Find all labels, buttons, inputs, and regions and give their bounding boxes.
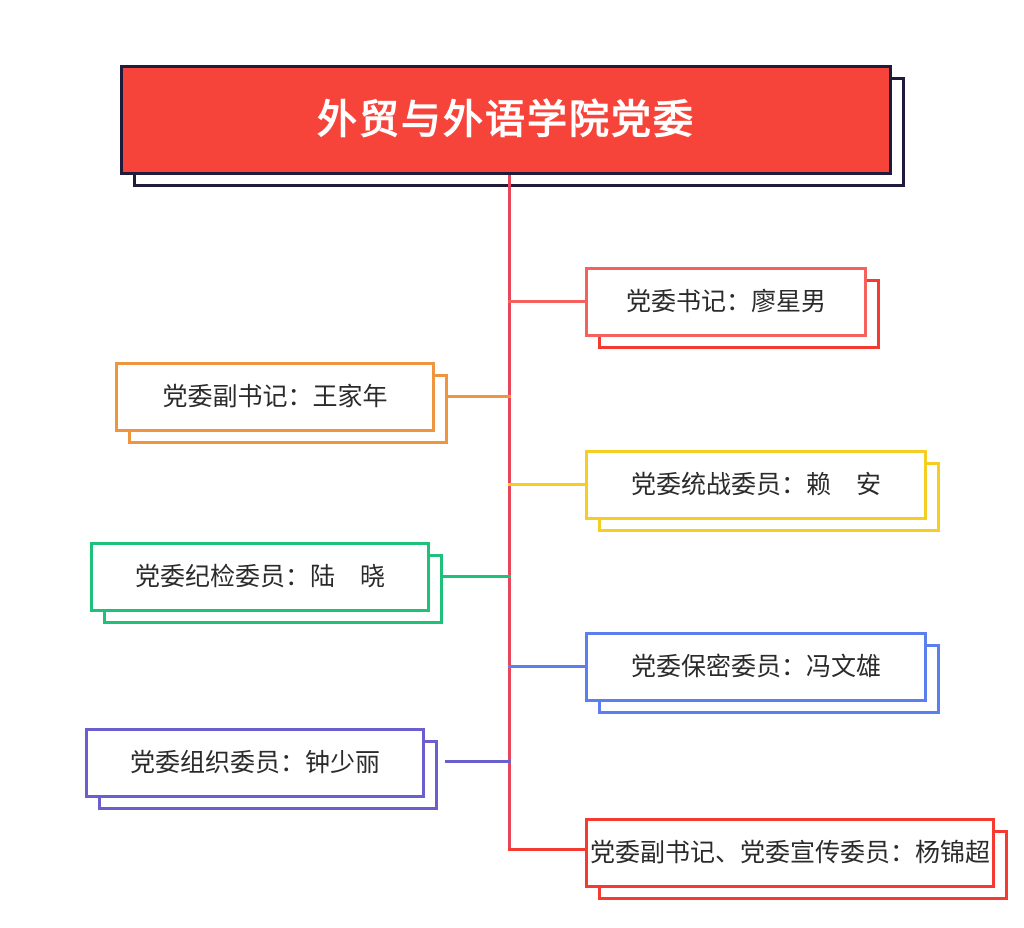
node-label-4: 党委保密委员：冯文雄 bbox=[630, 652, 881, 681]
connector-node-6 bbox=[508, 848, 588, 851]
node-label-6: 党委副书记、党委宣传委员：杨锦超 bbox=[589, 838, 990, 867]
connector-node-4 bbox=[508, 665, 588, 668]
node-box-1[interactable]: 党委副书记：王家年 bbox=[115, 362, 435, 432]
node-box-2[interactable]: 党委统战委员：赖 安 bbox=[585, 450, 927, 520]
node-label-1: 党委副书记：王家年 bbox=[162, 382, 388, 411]
trunk-vertical-line bbox=[508, 175, 511, 850]
node-box-6[interactable]: 党委副书记、党委宣传委员：杨锦超 bbox=[585, 818, 995, 888]
node-label-3: 党委纪检委员：陆 晓 bbox=[134, 562, 385, 591]
node-box-5[interactable]: 党委组织委员：钟少丽 bbox=[85, 728, 425, 798]
node-box-3[interactable]: 党委纪检委员：陆 晓 bbox=[90, 542, 430, 612]
node-box-4[interactable]: 党委保密委员：冯文雄 bbox=[585, 632, 927, 702]
connector-node-5 bbox=[445, 760, 511, 763]
node-label-5: 党委组织委员：钟少丽 bbox=[129, 748, 380, 777]
root-node-title-box[interactable]: 外贸与外语学院党委 bbox=[120, 65, 892, 175]
connector-node-3 bbox=[440, 575, 511, 578]
node-label-0: 党委书记：廖星男 bbox=[625, 287, 826, 316]
connector-node-1 bbox=[445, 395, 511, 398]
connector-node-0 bbox=[508, 300, 588, 303]
connector-node-2 bbox=[508, 483, 588, 486]
node-box-0[interactable]: 党委书记：廖星男 bbox=[585, 267, 867, 337]
root-node-label: 外贸与外语学院党委 bbox=[317, 98, 695, 142]
node-label-2: 党委统战委员：赖 安 bbox=[630, 470, 881, 499]
